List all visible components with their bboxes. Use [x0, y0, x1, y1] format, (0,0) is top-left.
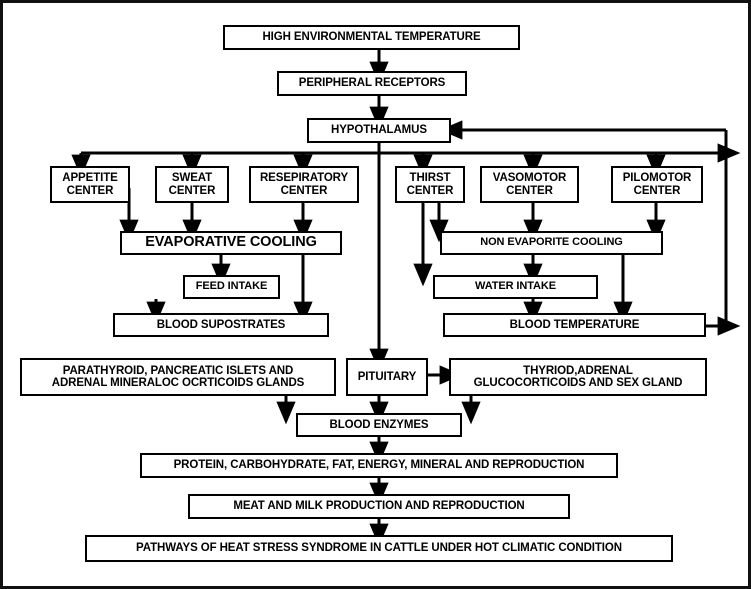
- node-non-evaporite-cooling: NON EVAPORITE COOLING: [440, 231, 663, 255]
- node-parathyroid-glands: PARATHYROID, PANCREATIC ISLETS AND ADREN…: [20, 358, 336, 396]
- node-water-intake: WATER INTAKE: [433, 275, 598, 299]
- node-hypothalamus: HYPOTHALAMUS: [307, 118, 451, 143]
- node-sweat-center: SWEAT CENTER: [155, 166, 229, 203]
- node-high-environmental-temperature: HIGH ENVIRONMENTAL TEMPERATURE: [223, 25, 520, 50]
- node-metabolism: PROTEIN, CARBOHYDRATE, FAT, ENERGY, MINE…: [140, 453, 618, 478]
- node-blood-temperature: BLOOD TEMPERATURE: [443, 313, 706, 337]
- node-pilomotor-center: PILOMOTOR CENTER: [611, 166, 703, 203]
- node-peripheral-receptors: PERIPHERAL RECEPTORS: [277, 71, 467, 96]
- node-respiratory-center: RESEPIRATORY CENTER: [249, 166, 359, 203]
- node-blood-supostrates: BLOOD SUPOSTRATES: [113, 313, 329, 337]
- node-thyroid-glands: THYRIOD,ADRENAL GLUCOCORTICOIDS AND SEX …: [449, 358, 707, 396]
- node-feed-intake: FEED INTAKE: [183, 275, 280, 299]
- node-thirst-center: THIRST CENTER: [395, 166, 465, 203]
- node-pituitary: PITUITARY: [346, 358, 428, 396]
- node-blood-enzymes: BLOOD ENZYMES: [296, 413, 462, 437]
- node-conclusion: PATHWAYS OF HEAT STRESS SYNDROME IN CATT…: [85, 535, 673, 562]
- node-production: MEAT AND MILK PRODUCTION AND REPRODUCTIO…: [188, 494, 570, 519]
- node-evaporative-cooling: EVAPORATIVE COOLING: [120, 231, 342, 255]
- node-vasomotor-center: VASOMOTOR CENTER: [480, 166, 579, 203]
- node-appetite-center: APPETITE CENTER: [50, 166, 130, 203]
